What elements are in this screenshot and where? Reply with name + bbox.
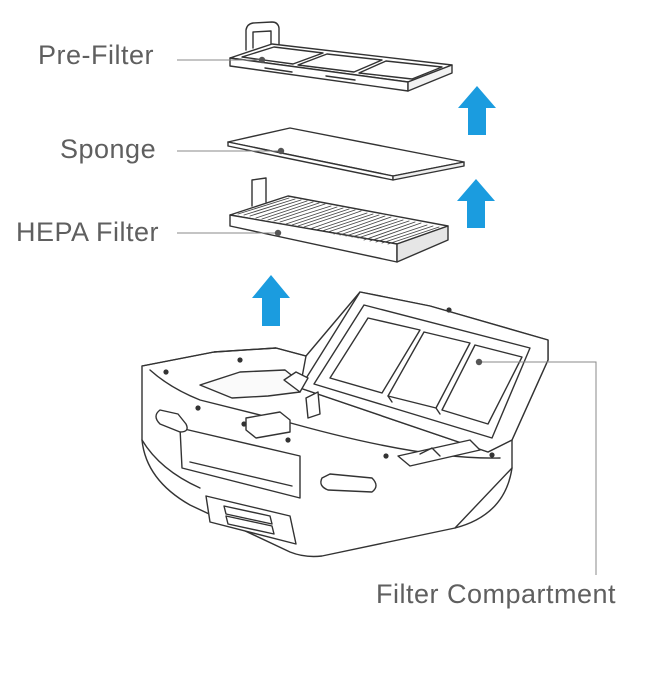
leader-lines [177, 59, 597, 575]
up-arrow-icon [252, 275, 290, 326]
leader-compartment [479, 361, 597, 575]
pre-filter-label: Pre-Filter [38, 40, 155, 70]
sponge-sheet [227, 127, 465, 181]
hepa-filter-label: HEPA Filter [16, 217, 160, 247]
up-arrow-icon [457, 179, 495, 228]
screw-dots [163, 307, 495, 459]
sponge-label: Sponge [60, 134, 157, 164]
hepa-filter-block [229, 177, 449, 263]
up-arrow-icon [458, 86, 496, 135]
hepa-pleats [237, 197, 440, 245]
pre-filter-frame [229, 21, 453, 92]
dust-bin [141, 291, 549, 558]
leader-dots [258, 56, 483, 366]
filter-compartment-label: Filter Compartment [376, 579, 617, 609]
